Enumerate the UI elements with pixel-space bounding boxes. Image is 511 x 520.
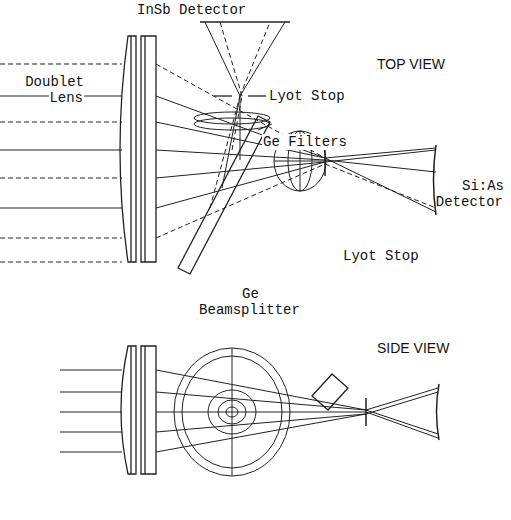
detector-label: Si:As Detector	[418, 178, 504, 210]
lens-label: Doublet Lens	[10, 74, 84, 106]
doublet-lens	[121, 346, 156, 474]
lyot-stop	[214, 95, 266, 96]
lyot-stop	[365, 398, 367, 426]
beamsplitter-label: Ge Beamsplitter	[192, 286, 308, 318]
doublet-lens	[120, 36, 156, 262]
view-title: SIDE VIEW	[376, 340, 476, 356]
stop-label: Lyot Stop	[268, 88, 358, 104]
incoming-rays	[0, 64, 122, 262]
reflected-rays	[205, 22, 285, 208]
ge-filter	[194, 112, 270, 130]
detector-label: InSb Detector	[136, 2, 247, 18]
filter-label: Ge Filters	[262, 134, 348, 150]
ge-filter-face	[174, 348, 290, 476]
insb-detector	[200, 21, 290, 23]
view-title: TOP VIEW	[376, 56, 476, 72]
stop-label: Lyot Stop	[342, 248, 420, 264]
leader-line	[258, 124, 272, 130]
view-title: SIDE VIEW	[376, 340, 450, 356]
detector-label: Si:As Detector	[436, 178, 504, 210]
ge-beamsplitter	[312, 374, 348, 410]
transmitted-rays	[156, 370, 438, 452]
stop-label: Lyot Stop	[342, 248, 432, 264]
lens-label: Doublet Lens	[24, 74, 84, 106]
beamsplitter-label: Ge Beamsplitter	[199, 286, 301, 318]
incoming-rays	[60, 370, 122, 452]
stop-label: Lyot Stop	[268, 88, 346, 104]
filter-label: Ge Filters	[262, 134, 362, 150]
detector-label: InSb Detector	[136, 2, 266, 18]
transmitted-rays	[156, 64, 436, 238]
ge-beamsplitter	[178, 116, 270, 274]
view-title: TOP VIEW	[376, 56, 446, 72]
lyot-stop	[324, 146, 326, 176]
sias-detector	[437, 384, 440, 440]
